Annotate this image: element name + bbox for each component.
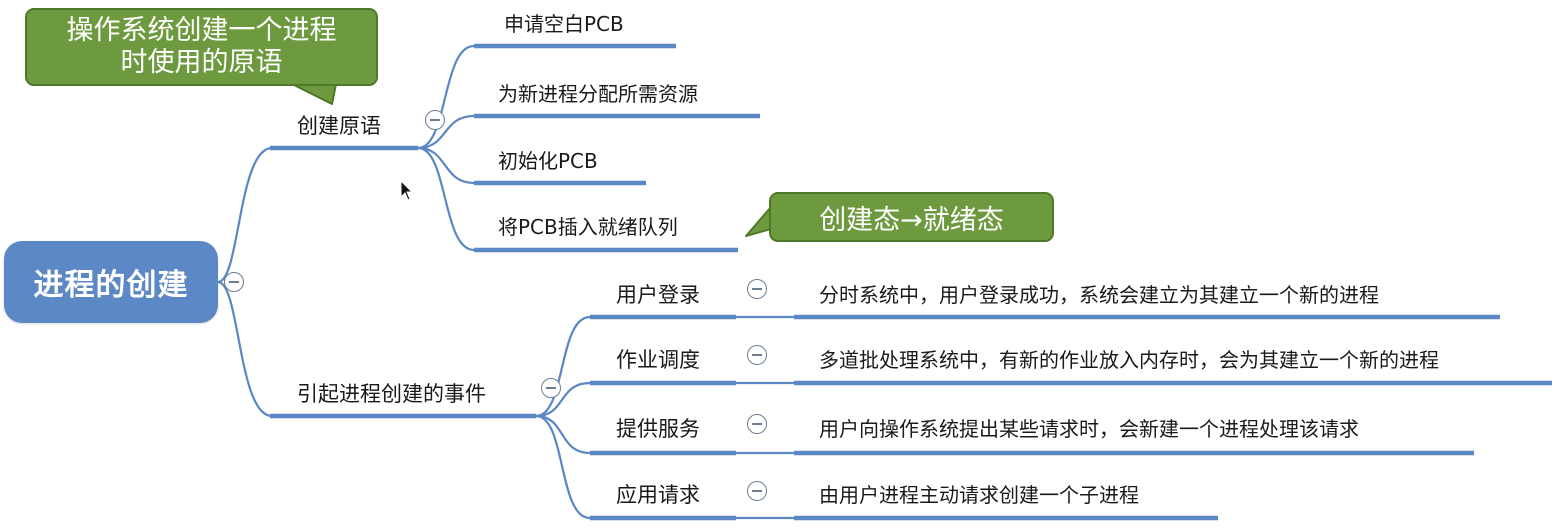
- callout-1-tail: [291, 83, 337, 105]
- collapse-branch-2-icon[interactable]: [541, 378, 561, 398]
- collapse-item-4-icon[interactable]: [747, 481, 767, 501]
- detail-app-request[interactable]: 由用户进程主动请求创建一个子进程: [819, 483, 1139, 507]
- detail-job-scheduling[interactable]: 多道批处理系统中，有新的作业放入内存时，会为其建立一个新的进程: [819, 348, 1439, 372]
- callout-2-tail: [745, 206, 772, 237]
- branch-creation-events[interactable]: 引起进程创建的事件: [297, 382, 486, 406]
- connector-b2-item-1: [535, 315, 591, 418]
- root-node[interactable]: 进程的创建: [4, 241, 218, 323]
- detail-provide-service[interactable]: 用户向操作系统提出某些请求时，会新建一个进程处理该请求: [819, 417, 1359, 441]
- collapse-item-2-icon[interactable]: [747, 345, 767, 365]
- item-app-request[interactable]: 应用请求: [616, 483, 700, 507]
- connector-b1-leaf-1: [417, 44, 475, 150]
- connector-b2-item-2: [535, 381, 591, 418]
- callout-state-note-text: 创建态→就绪态: [819, 204, 1004, 236]
- collapse-branch-1-icon[interactable]: [425, 110, 445, 130]
- detail-user-login[interactable]: 分时系统中，用户登录成功，系统会建立为其建立一个新的进程: [819, 283, 1379, 307]
- callout-primitive-note-line1: 操作系统创建一个进程: [66, 15, 337, 46]
- leaf-init-pcb[interactable]: 初始化PCB: [498, 149, 598, 173]
- connector-root-branch-2: [217, 280, 273, 418]
- connector-b1-leaf-3: [417, 146, 475, 185]
- callout-primitive-note: 操作系统创建一个进程 时使用的原语: [25, 8, 378, 86]
- item-job-scheduling[interactable]: 作业调度: [616, 348, 700, 372]
- callout-primitive-note-line2: 时使用的原语: [120, 47, 283, 78]
- leaf-apply-pcb[interactable]: 申请空白PCB: [504, 12, 624, 36]
- collapse-item-1-icon[interactable]: [747, 279, 767, 299]
- callout-state-note: 创建态→就绪态: [769, 192, 1054, 242]
- item-user-login[interactable]: 用户登录: [616, 283, 700, 307]
- connector-b1-leaf-2: [417, 114, 475, 150]
- collapse-item-3-icon[interactable]: [747, 414, 767, 434]
- connector-b2-item-4: [535, 414, 591, 520]
- leaf-allocate-resources[interactable]: 为新进程分配所需资源: [498, 82, 698, 106]
- branch-create-primitive[interactable]: 创建原语: [297, 114, 381, 138]
- collapse-root-icon[interactable]: [224, 272, 244, 292]
- connector-b1-leaf-4: [417, 146, 475, 252]
- item-provide-service[interactable]: 提供服务: [616, 417, 700, 441]
- mouse-cursor-icon: [400, 180, 414, 201]
- leaf-insert-ready-queue[interactable]: 将PCB插入就绪队列: [498, 215, 678, 239]
- connector-b2-item-3: [535, 414, 591, 455]
- connector-root-branch-1: [217, 146, 273, 284]
